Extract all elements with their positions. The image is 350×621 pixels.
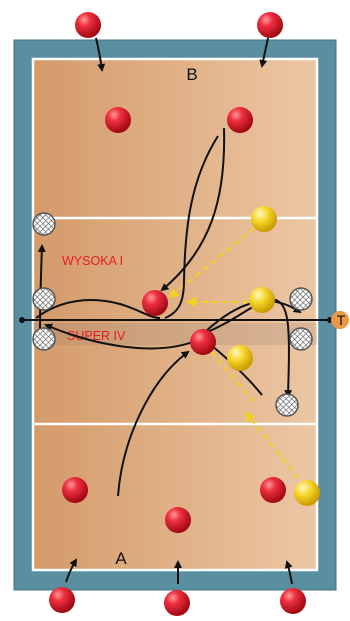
net-post-left — [19, 317, 25, 323]
blocker-icon — [33, 328, 55, 350]
yellow-player-icon — [227, 345, 253, 371]
red-player-icon — [164, 590, 190, 616]
yellow-player-icon — [251, 206, 277, 232]
net-end-label: T — [337, 312, 346, 328]
red-player-icon — [280, 588, 306, 614]
red-player-icon — [165, 507, 191, 533]
yellow-player-icon — [249, 287, 275, 313]
red-player-icon — [49, 587, 75, 613]
blocker-icon — [33, 288, 55, 310]
red-player-icon — [105, 107, 131, 133]
blocker-icon — [276, 394, 298, 416]
red-player-icon — [260, 477, 286, 503]
red-player-icon — [62, 477, 88, 503]
red-player-icon — [142, 290, 168, 316]
blocker-icon — [290, 288, 312, 310]
red-player-icon — [75, 12, 101, 38]
team-a-label: A — [115, 549, 127, 568]
team-b-label: B — [186, 65, 197, 84]
yellow-player-icon — [294, 480, 320, 506]
red-player-icon — [227, 107, 253, 133]
play-label-wysoka: WYSOKA I — [62, 254, 123, 268]
blocker-icon — [33, 213, 55, 235]
red-player-icon — [257, 12, 283, 38]
blocker-icon — [290, 328, 312, 350]
red-player-icon — [190, 329, 216, 355]
